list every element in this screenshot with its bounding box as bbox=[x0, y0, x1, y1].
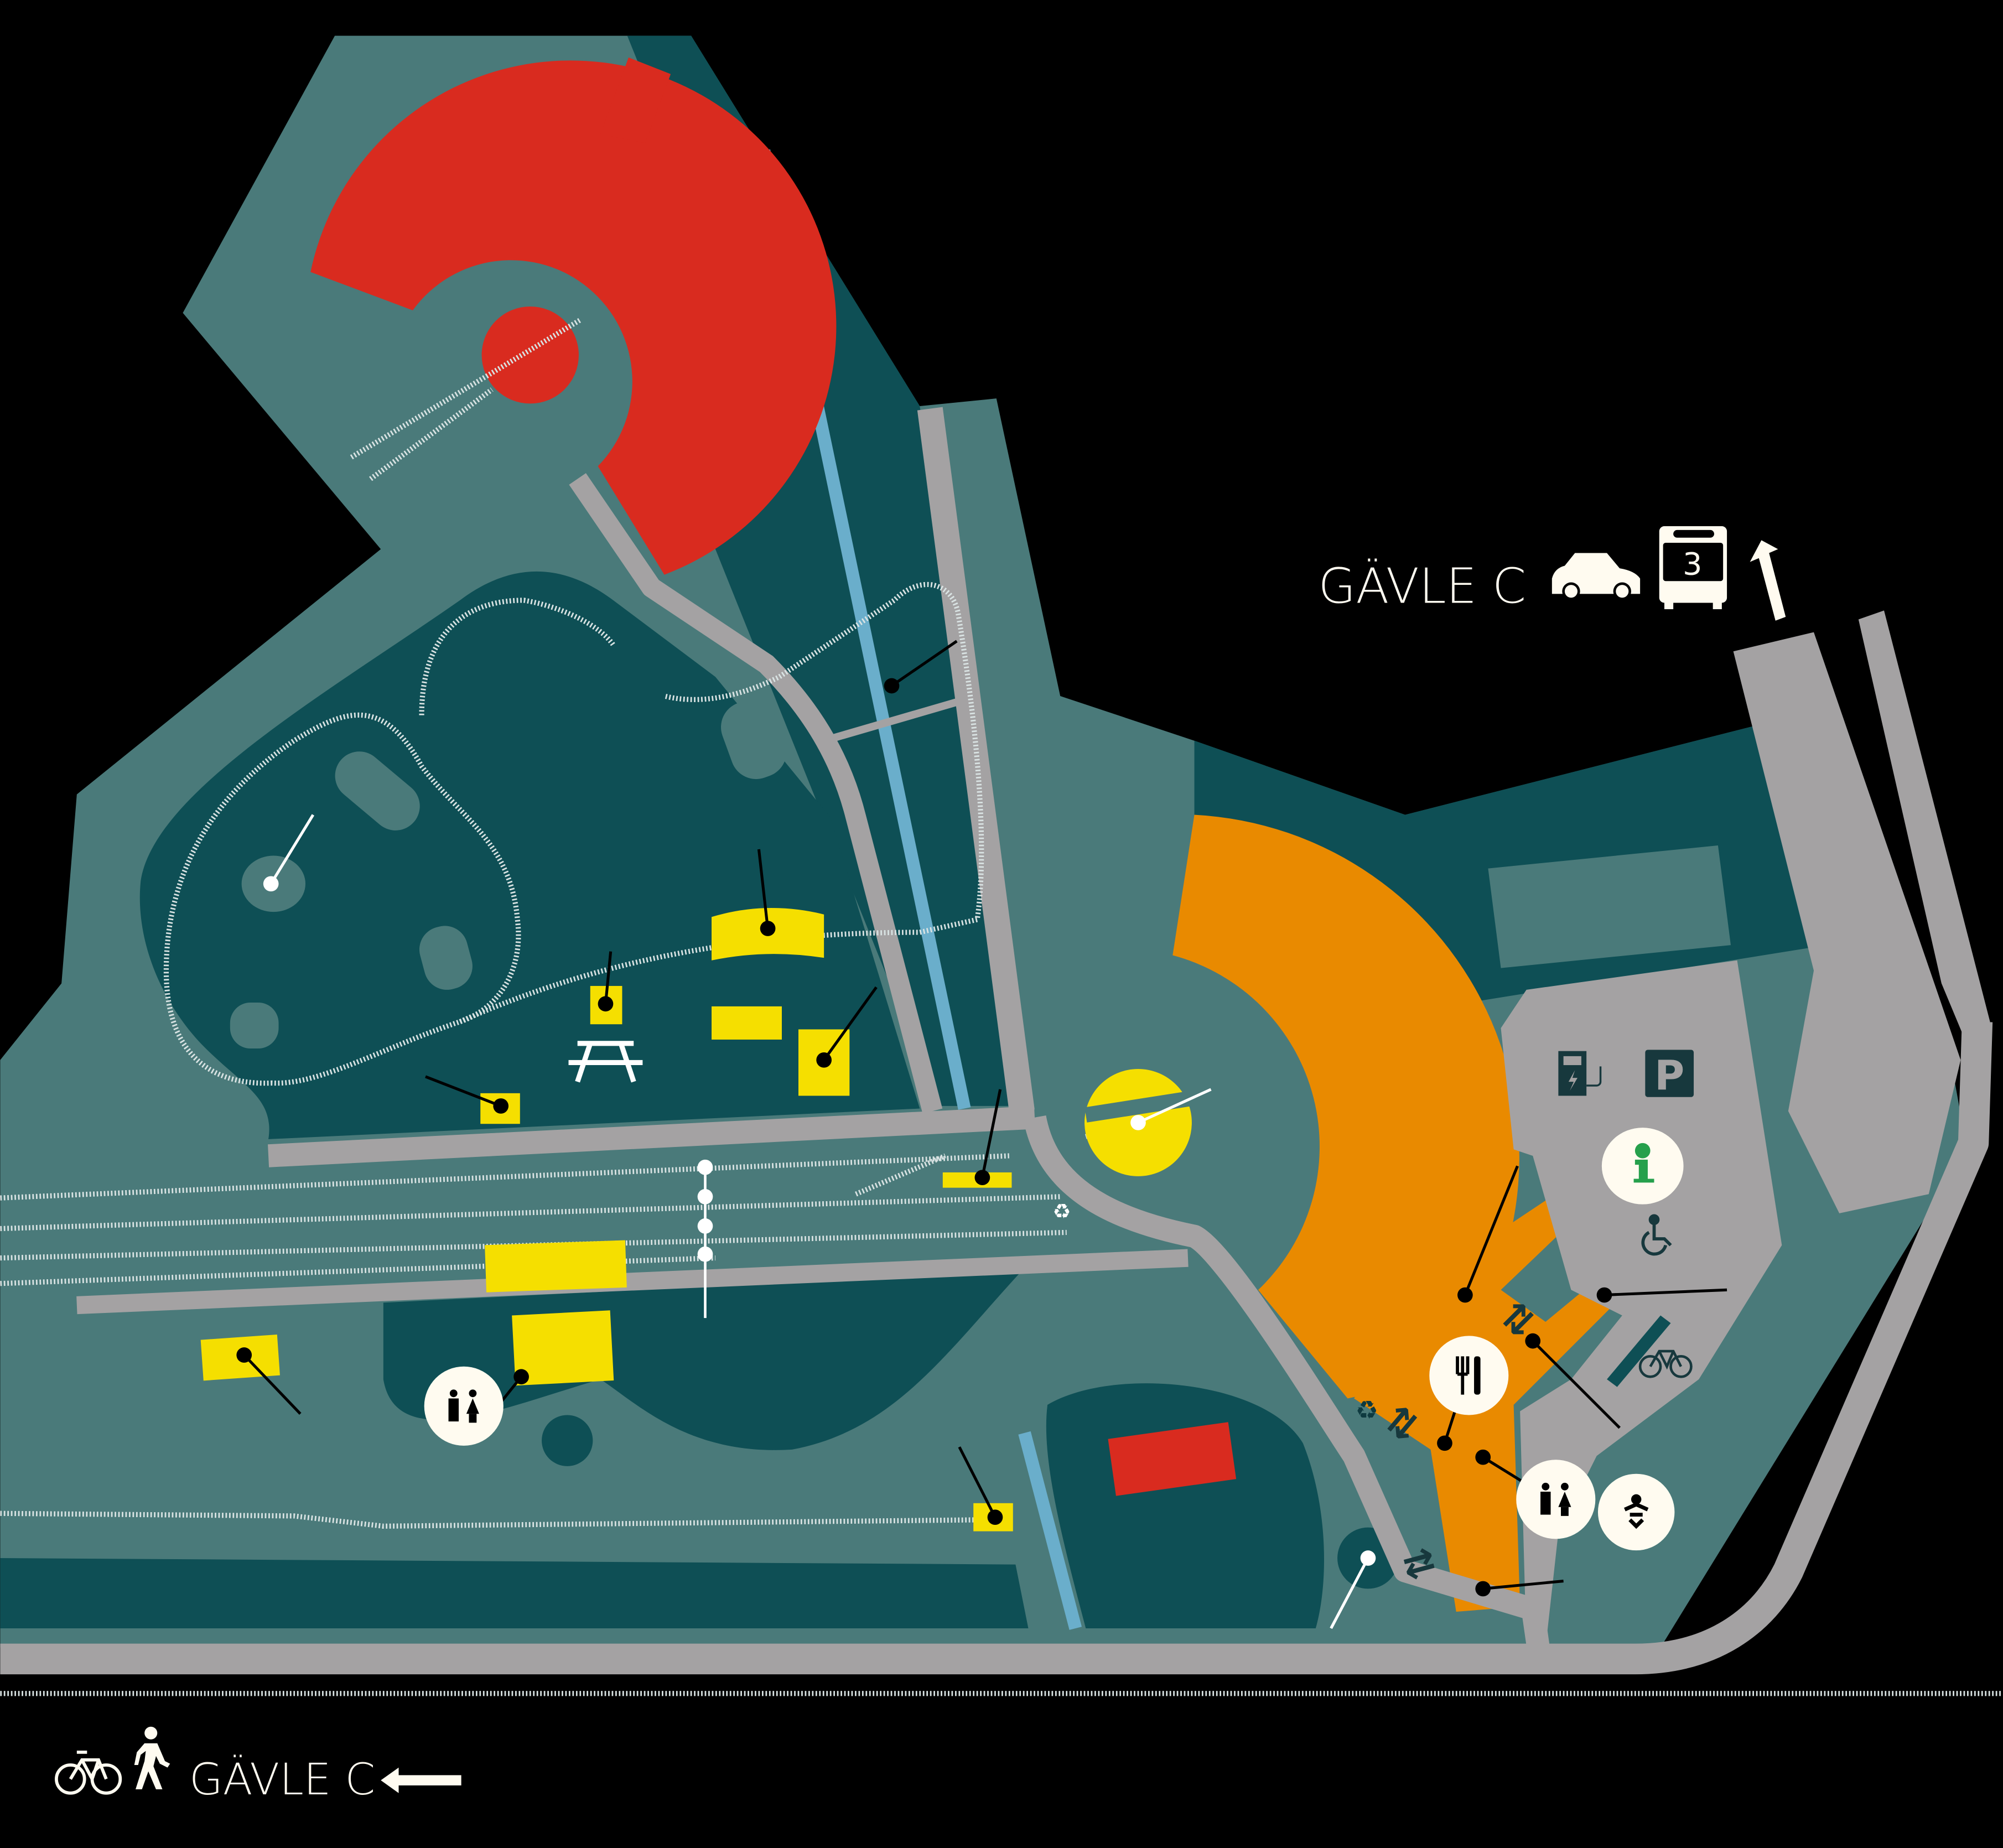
yellow-point bbox=[712, 1006, 782, 1040]
road-east bbox=[1733, 632, 1961, 1213]
road-connector bbox=[823, 696, 966, 745]
bus-icon: 3 bbox=[1659, 526, 1727, 610]
destination-west-label: GÄVLE C bbox=[189, 1754, 375, 1805]
road bbox=[76, 1249, 1189, 1315]
destination-west: GÄVLE C bbox=[55, 1726, 461, 1805]
road bbox=[569, 473, 943, 1114]
arrow-west-icon bbox=[381, 1767, 461, 1793]
car-icon bbox=[1551, 553, 1641, 600]
road-east-outer bbox=[1858, 610, 1990, 1060]
wheelchair-icon bbox=[1641, 1214, 1672, 1256]
road bbox=[1023, 1115, 1551, 1656]
stream-south bbox=[1018, 1431, 1082, 1630]
recycle-icon: ♻ bbox=[1355, 1395, 1378, 1425]
turntable-bridge bbox=[1084, 1091, 1194, 1123]
pond bbox=[542, 1415, 593, 1466]
park-area bbox=[139, 571, 920, 1139]
red-ring-area bbox=[310, 60, 837, 575]
parking-icon: P bbox=[1645, 1050, 1694, 1099]
destination-north: GÄVLE C 3 bbox=[1318, 526, 1786, 621]
park-island bbox=[419, 926, 473, 990]
toilet-icon-park bbox=[424, 1366, 504, 1446]
restaurant-icon bbox=[1429, 1336, 1509, 1415]
road-south bbox=[0, 1021, 1993, 1675]
bicycle-icon bbox=[55, 1750, 122, 1795]
baby-change-icon bbox=[1597, 1473, 1675, 1551]
signal-post bbox=[697, 1159, 713, 1318]
arrow-north-icon bbox=[1750, 540, 1786, 621]
field-east bbox=[1488, 845, 1731, 968]
red-turntable bbox=[481, 306, 579, 404]
yellow-point bbox=[485, 1240, 627, 1292]
road bbox=[268, 1105, 1036, 1167]
red-building bbox=[1108, 1422, 1237, 1496]
svg-text:P: P bbox=[1654, 1052, 1684, 1099]
dark-strip-south bbox=[0, 1558, 1029, 1628]
bicycle-parking-icon bbox=[1607, 1315, 1693, 1387]
pedestrian-icon bbox=[134, 1726, 170, 1789]
park-island bbox=[721, 699, 787, 780]
info-icon bbox=[1601, 1128, 1684, 1205]
recycle-icon: ♻ bbox=[1052, 1200, 1071, 1223]
park-island bbox=[230, 1002, 279, 1049]
red-ring-tab bbox=[600, 57, 671, 143]
yellow-point bbox=[512, 1310, 614, 1386]
park-island bbox=[335, 751, 420, 830]
picnic-table-icon bbox=[568, 1041, 643, 1083]
orange-ring-area bbox=[1172, 814, 1519, 1399]
bus-line-number: 3 bbox=[1683, 547, 1702, 583]
leader-lines bbox=[236, 640, 1727, 1629]
destination-north-label: GÄVLE C bbox=[1318, 558, 1526, 614]
toilet-icon bbox=[1516, 1460, 1596, 1539]
ev-charger-icon bbox=[1558, 1051, 1602, 1096]
